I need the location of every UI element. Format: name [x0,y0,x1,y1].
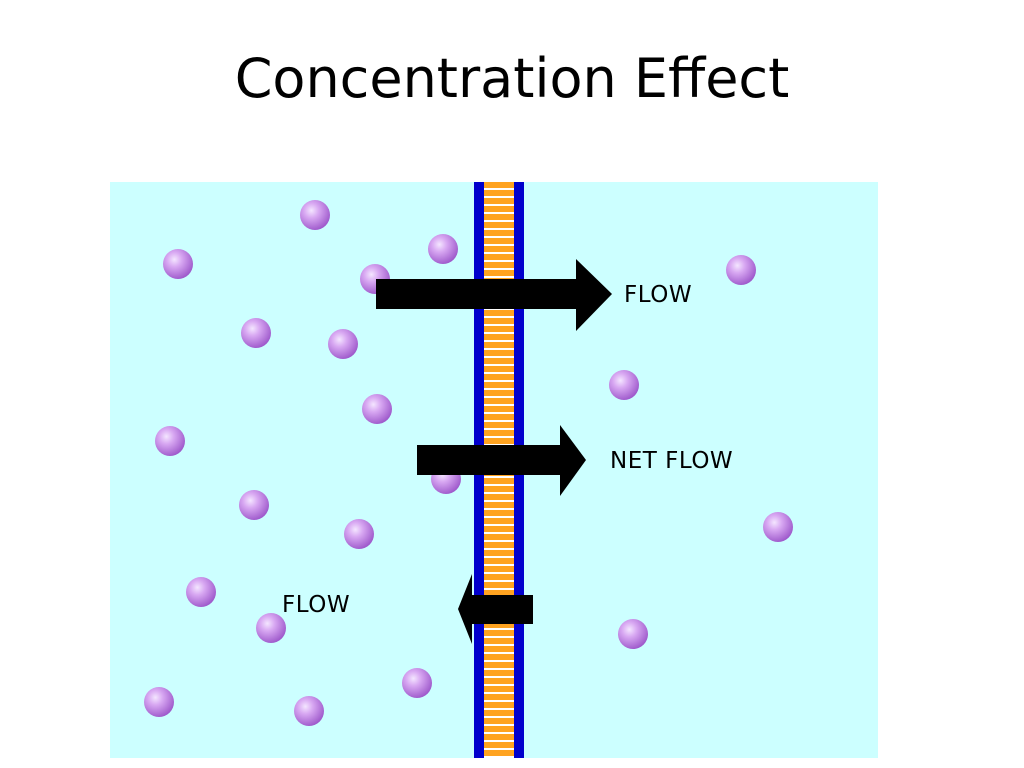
particle [328,329,358,359]
arrow-flow-right [376,259,612,331]
bottom-flow-label: FLOW [282,592,351,618]
particle [294,696,324,726]
net-flow-label: NET FLOW [610,448,734,474]
particles-right [609,255,793,649]
particle [726,255,756,285]
particle [300,200,330,230]
arrow-flow-left [458,574,533,644]
particle [609,370,639,400]
particle [186,577,216,607]
particle [256,613,286,643]
particles-left [144,200,461,726]
arrow-net-flow-right [417,425,586,496]
particle [241,318,271,348]
particle [163,249,193,279]
particle [344,519,374,549]
particle [362,394,392,424]
particle [428,234,458,264]
slide-title: Concentration Effect [234,47,790,110]
particle [763,512,793,542]
diagram-canvas [144,182,793,758]
particle [144,687,174,717]
particle [239,490,269,520]
top-flow-label: FLOW [624,282,693,308]
particle [618,619,648,649]
particle [402,668,432,698]
particle [155,426,185,456]
osmosis-diagram: FLOW NET FLOW FLOW [110,182,878,758]
